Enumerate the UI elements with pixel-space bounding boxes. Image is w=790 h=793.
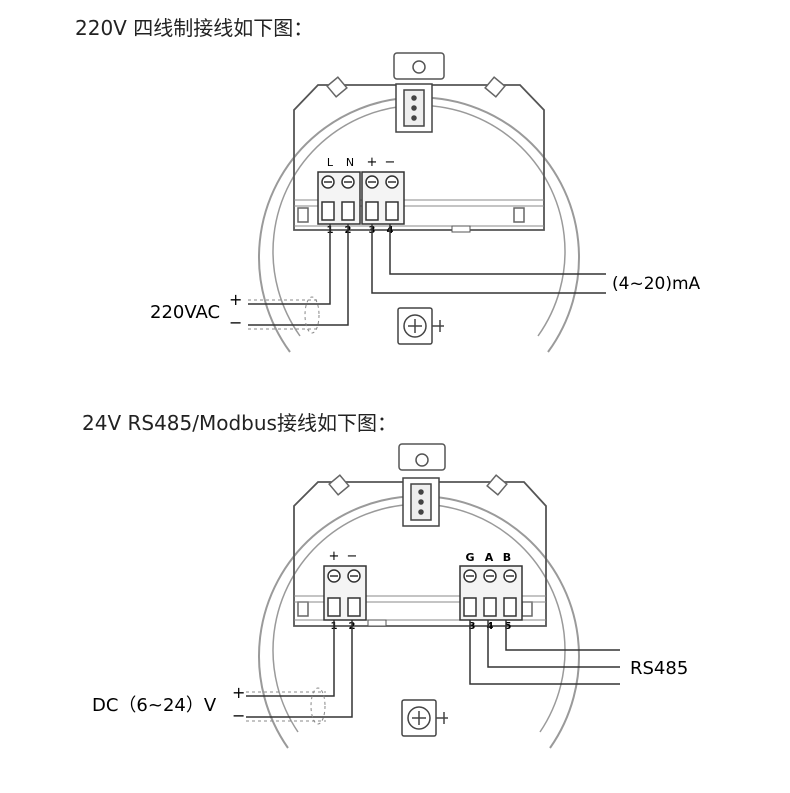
- bus-number-5: 5: [505, 621, 512, 632]
- supply-minus-sign: −: [232, 706, 245, 725]
- corner-clip-icon: [297, 474, 533, 617]
- connector-icon: [402, 477, 440, 527]
- diagram1-wiring: L N + − 1 2 3 4 220VAC + − (4~20)mA: [150, 52, 701, 353]
- mount-tab-icon: [393, 52, 445, 80]
- terminal-label-l: L: [327, 156, 334, 169]
- bus-label-a: A: [485, 551, 494, 564]
- supply-plus-sign: +: [232, 683, 245, 702]
- terminal-label-n: N: [346, 156, 354, 169]
- bus-label-g: G: [465, 551, 474, 564]
- supply-plus-sign: +: [229, 290, 242, 309]
- inner-plate: [293, 84, 545, 231]
- supply-minus-sign: −: [229, 313, 242, 332]
- terminal-block-current: [361, 171, 405, 225]
- supply-label-dc: DC（6~24）V: [92, 695, 217, 716]
- corner-clip-icon: [297, 76, 525, 223]
- mount-tab-icon: [398, 443, 446, 471]
- diagram2-wiring: + − G A B 1 2 3 4 5 DC（6~24）V + − RS485: [92, 443, 688, 749]
- bus-label-b: B: [503, 551, 511, 564]
- inner-plate: [293, 481, 547, 627]
- small-slot: [451, 225, 471, 233]
- bus-number-4: 4: [487, 621, 494, 632]
- power-label-plus: +: [329, 549, 340, 564]
- wires: [246, 620, 620, 718]
- wires: [248, 224, 606, 326]
- ground-screw-icon: [401, 699, 448, 737]
- output-label-4-20ma: (4~20)mA: [612, 274, 701, 294]
- terminal-label-minus: −: [385, 155, 396, 170]
- small-slot: [367, 619, 387, 627]
- supply-label-220vac: 220VAC: [150, 302, 220, 323]
- diagram2-heading: 24V RS485/Modbus接线如下图：: [82, 411, 397, 435]
- power-label-minus: −: [347, 549, 358, 564]
- diagram1-heading: 220V 四线制接线如下图：: [75, 16, 314, 40]
- terminal-block-ln: [317, 171, 361, 225]
- terminal-label-plus: +: [367, 155, 378, 170]
- terminal-block-rs485: [459, 565, 523, 621]
- terminal-block-power: [323, 565, 367, 621]
- bus-number-3: 3: [469, 621, 476, 632]
- ground-screw-icon: [397, 307, 444, 345]
- output-label-rs485: RS485: [630, 658, 688, 679]
- connector-icon: [395, 83, 433, 133]
